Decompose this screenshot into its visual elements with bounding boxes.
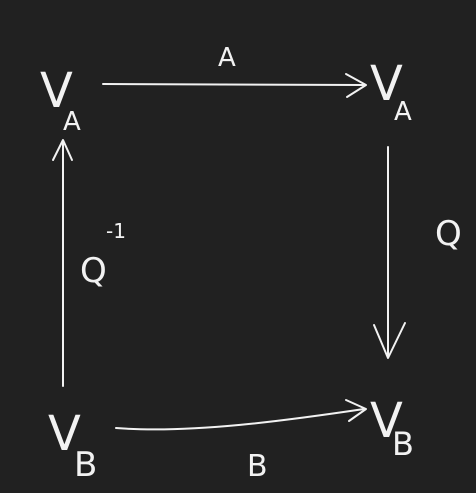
- arrow-top-label: A: [218, 43, 236, 73]
- arrow-bottom-label: B: [247, 449, 268, 484]
- arrow-right: Q: [373, 146, 462, 359]
- node-bottom-left-base: V: [48, 406, 81, 462]
- arrow-left-head: [52, 139, 73, 161]
- arrow-bottom: B: [115, 399, 367, 484]
- node-bottom-right-base: V: [370, 393, 403, 449]
- node-top-left: V A: [40, 63, 81, 137]
- arrow-bottom-head: [345, 399, 367, 422]
- arrow-top-shaft: [102, 83, 365, 86]
- arrow-top: A: [102, 43, 367, 98]
- node-top-left-base: V: [40, 63, 73, 119]
- node-bottom-left: V B: [48, 406, 97, 485]
- node-bottom-right-subscript: B: [392, 425, 414, 463]
- arrow-right-head: [373, 322, 406, 359]
- node-top-right-base: V: [370, 56, 403, 112]
- arrow-bottom-shaft: [115, 408, 365, 431]
- node-top-right: V A: [370, 56, 412, 127]
- node-bottom-left-subscript: B: [74, 445, 97, 485]
- arrow-top-head: [345, 73, 367, 98]
- arrow-right-label: Q: [435, 214, 462, 254]
- arrow-left-label-superscript: -1: [106, 219, 126, 243]
- node-bottom-right: V B: [370, 393, 414, 463]
- arrow-left-label: Q: [80, 251, 107, 291]
- arrow-left: Q -1: [52, 139, 126, 387]
- node-top-right-subscript: A: [394, 97, 412, 127]
- node-top-left-subscript: A: [63, 107, 81, 137]
